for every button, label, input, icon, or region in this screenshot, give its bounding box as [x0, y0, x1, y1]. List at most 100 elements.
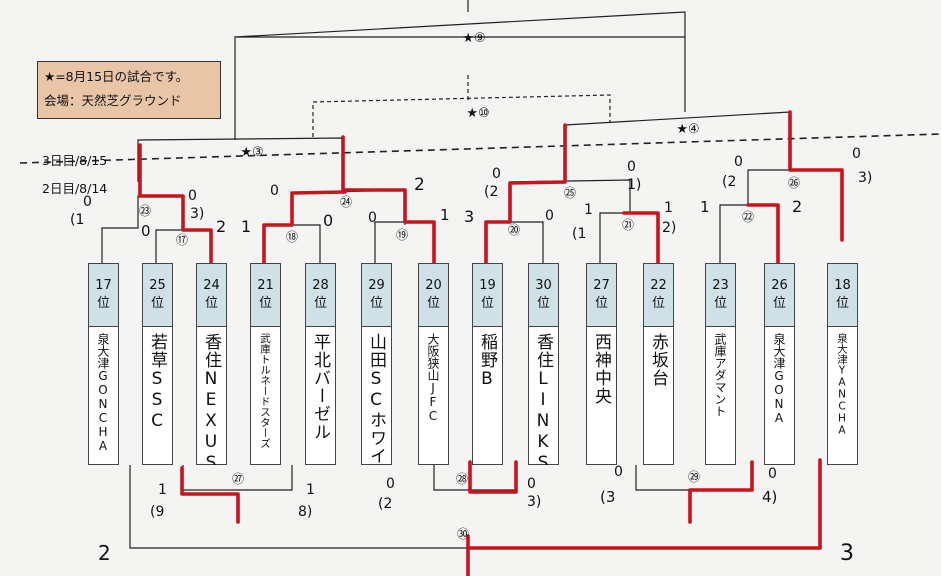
score-17-left: 0: [141, 222, 151, 240]
team-name: 山田SCホワイト: [366, 333, 386, 465]
score-30-left: 2: [98, 541, 111, 565]
score-24-left: 0: [270, 183, 279, 199]
score-24-right: 2: [414, 175, 425, 195]
legend-box: ★=8月15日の試合です。 会場：天然芝グラウンド: [37, 61, 221, 119]
match-label-28: ㉘: [456, 472, 468, 486]
team-name: 香住LINKS: [533, 333, 553, 465]
score-21-right-pk: 2): [662, 220, 676, 236]
match-label-22: ㉒: [742, 210, 754, 224]
highlight-21: [622, 211, 660, 264]
score-18-right: 0: [323, 211, 333, 230]
score-30-right: 3: [840, 541, 854, 566]
score-26-left: 0: [734, 154, 743, 170]
highlight-18: [262, 190, 347, 264]
score-29-left: 0: [614, 464, 623, 480]
score-23-left-pk: (1: [70, 212, 84, 228]
score-21-right: 1: [664, 200, 673, 216]
day-separator-line: [19, 133, 941, 164]
score-26-right-pk: 3): [858, 170, 872, 186]
score-28-left: 0: [386, 476, 395, 492]
score-19-right: 1: [440, 206, 450, 224]
score-22-left: 1: [700, 198, 710, 216]
score-19-left: 0: [368, 210, 377, 226]
match-label-30: ㉚: [457, 527, 469, 541]
match-label-19: ⑲: [396, 228, 408, 242]
highlight-25: [484, 123, 567, 264]
team-name: 泉大津GONA: [772, 333, 786, 425]
match-28-bracket: [433, 465, 517, 491]
team-name: 大阪狭山JFC: [426, 333, 440, 423]
score-25-right-pk: 1): [627, 177, 641, 193]
highlight-30: [466, 458, 822, 576]
match-9-bracket: [234, 11, 686, 140]
score-18-left: 1: [241, 217, 251, 236]
score-23-right-pk: 3): [190, 206, 204, 222]
score-23-left: 0: [83, 194, 92, 210]
team-name: 泉大津GONCHA: [96, 333, 110, 453]
highlight-28: [468, 460, 518, 494]
match-label-27: ㉗: [232, 472, 244, 486]
score-25-left-pk: (2: [484, 184, 498, 200]
score-17-right: 2: [216, 217, 226, 236]
match-label-20: ⑳: [508, 223, 520, 237]
score-28-right: 0: [527, 476, 536, 492]
match-label-29: ㉙: [688, 470, 700, 484]
score-28-right-pk: 3): [527, 494, 541, 510]
team-name: 平北バーゼル: [310, 333, 330, 441]
team-name: 西神中央: [591, 333, 611, 405]
score-25-left: 0: [492, 166, 501, 182]
score-22-right: 2: [792, 197, 802, 216]
legend-line-2: 会場：天然芝グラウンド: [44, 93, 182, 108]
day-2-label: 2日目/8/14: [42, 181, 108, 196]
score-29-left-pk: (3: [600, 488, 615, 506]
highlight-24: [341, 135, 436, 264]
highlight-29: [688, 460, 754, 524]
team-name: 香住NEXUS: [201, 333, 221, 465]
day-3-label: 3日目/8/15: [42, 153, 108, 168]
match-label-26: ㉖: [788, 176, 800, 190]
team-name: 泉大津YANCHA: [836, 333, 848, 437]
team-name: 武庫トルネードスターズ: [259, 333, 271, 449]
score-27-left: 1: [158, 482, 167, 498]
score-26-left-pk: (2: [722, 174, 736, 190]
match-label-9: ★⑨: [462, 31, 485, 46]
score-21-left: 1: [584, 202, 593, 218]
score-26-right: 0: [852, 146, 861, 162]
match-label-4: ★④: [676, 122, 699, 137]
score-27-right-pk: 8): [298, 504, 312, 520]
score-21-left-pk: (1: [572, 226, 586, 242]
team-name: 武庫アダマント: [713, 333, 727, 417]
match-label-25: ㉕: [564, 186, 576, 200]
score-23-right: 0: [188, 188, 197, 204]
score-29-right-pk: 4): [762, 488, 777, 506]
legend-line-1: ★=8月15日の試合です。: [44, 69, 189, 84]
match-label-17: ⑰: [176, 233, 188, 247]
score-29-right: 0: [768, 466, 777, 482]
match-label-23: ㉓: [139, 204, 151, 218]
score-28-left-pk: (2: [378, 496, 392, 512]
match-10-bracket: [312, 94, 611, 137]
